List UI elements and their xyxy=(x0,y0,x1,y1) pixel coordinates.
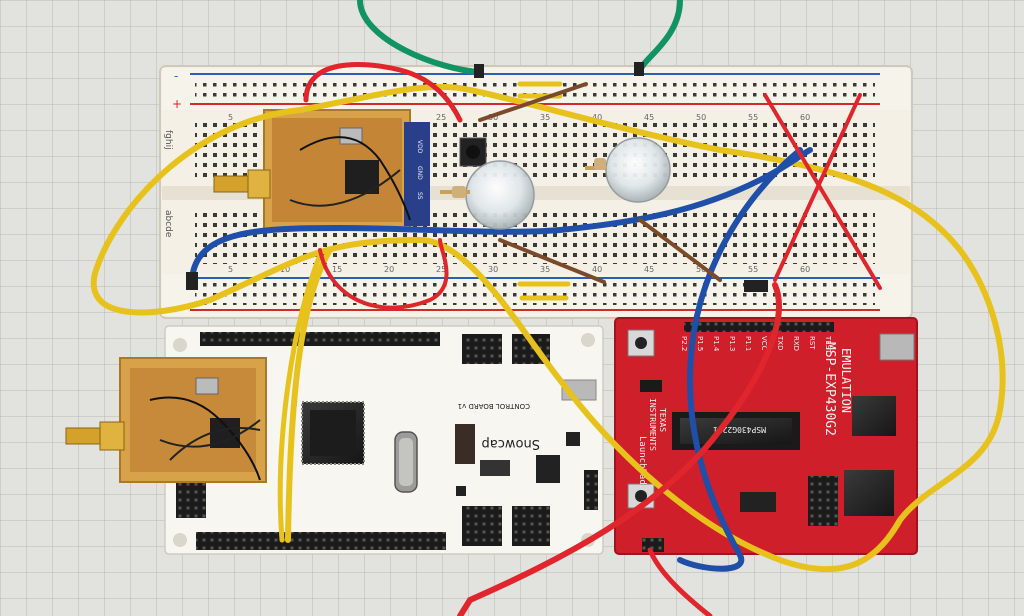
column-number-top: 55 xyxy=(748,113,758,122)
bottom-header-strip xyxy=(196,532,446,550)
column-number-top: 60 xyxy=(800,113,810,122)
row-letters-top: fghij xyxy=(163,130,173,150)
launchpad-pin-label: P1.5 xyxy=(696,336,704,351)
column-number-bottom: 40 xyxy=(592,265,602,274)
ti-maker-line2: INSTRUMENTS xyxy=(648,398,657,451)
red-wire-bottom xyxy=(457,282,782,616)
launchpad-product: LaunchPad xyxy=(637,436,647,485)
led-left xyxy=(440,160,535,230)
led-right xyxy=(585,137,671,203)
launchpad-pin-label: P1.4 xyxy=(712,336,720,352)
brown-wire-3 xyxy=(638,218,722,282)
column-number-bottom: 35 xyxy=(540,265,550,274)
column-number-top: 50 xyxy=(696,113,706,122)
rf-pin-label: GND xyxy=(416,166,423,180)
launchpad-emulation: EMULATION xyxy=(839,348,853,413)
red-wire-top xyxy=(303,61,463,123)
red-wire-cross-2 xyxy=(773,93,862,282)
launchpad-pin-label: P2.2 xyxy=(680,336,688,351)
rail-minus-label: - xyxy=(174,69,178,83)
yellow-wire-down-2 xyxy=(277,252,323,543)
rail-plus-label: + xyxy=(172,97,182,111)
launchpad-pin-label: TEST xyxy=(824,335,832,354)
wires xyxy=(90,0,1006,616)
ti-maker-line1: TEXAS xyxy=(658,408,667,432)
red-wire-cross-1 xyxy=(763,93,882,290)
usb-connector xyxy=(879,333,915,361)
yellow-wire-down xyxy=(285,247,333,543)
launchpad-pin-label: RST xyxy=(808,336,816,350)
chip-label: MSP430G2231 xyxy=(713,425,766,434)
column-number-bottom: 10 xyxy=(280,265,290,274)
push-button xyxy=(459,137,487,167)
launchpad-pin-label: VCC xyxy=(760,336,768,351)
column-number-top: 45 xyxy=(644,113,654,122)
column-number-bottom: 55 xyxy=(748,265,758,274)
launchpad-pin-label: TXD xyxy=(776,335,784,350)
top-header-strip xyxy=(200,332,440,346)
launchpad-pin-label: P1.3 xyxy=(728,336,736,351)
launchpad-pin-label: RXD xyxy=(792,336,800,351)
column-number-bottom: 15 xyxy=(332,265,342,274)
emulation-chip xyxy=(852,396,896,436)
column-number-bottom: 25 xyxy=(436,265,446,274)
rf-module-upper: VDD GND SS xyxy=(213,109,430,231)
column-number-bottom: 50 xyxy=(696,265,706,274)
control-board-label: CONTROL BOARD v1 xyxy=(458,402,530,410)
column-number-bottom: 30 xyxy=(488,265,498,274)
column-number-top: 25 xyxy=(436,113,446,122)
row-letters-bottom: abcde xyxy=(163,210,173,238)
green-wire-left xyxy=(357,0,483,75)
column-number-bottom: 60 xyxy=(800,265,810,274)
yellow-wire-loop xyxy=(90,83,1006,573)
rf-pin-labels: VDD GND SS xyxy=(416,140,423,200)
brown-wire-1 xyxy=(478,82,588,122)
column-number-top: 40 xyxy=(592,113,602,122)
column-number-bottom: 5 xyxy=(228,265,233,274)
control-board-brand: Snowcap xyxy=(482,436,540,451)
column-number-top: 35 xyxy=(540,113,550,122)
column-number-top: 5 xyxy=(228,113,233,122)
red-wire-launchpad xyxy=(647,547,713,616)
column-number-bottom: 20 xyxy=(384,265,394,274)
blue-wire-right xyxy=(677,147,803,572)
blue-wire-left xyxy=(189,147,813,283)
launchpad-pin-label: P1.1 xyxy=(744,336,752,351)
column-number-bottom: 45 xyxy=(644,265,654,274)
rf-pin-label: VDD xyxy=(416,140,423,154)
control-board: CONTROL BOARD v1 Snowcap xyxy=(164,325,604,555)
rf-pin-label: SS xyxy=(416,192,423,200)
launchpad-top-header xyxy=(684,322,834,332)
launchpad-model: MSP-EXP430G2 xyxy=(822,342,837,436)
brown-wire-2 xyxy=(498,238,606,284)
rf-module-lower xyxy=(65,357,267,483)
red-wire-arc xyxy=(318,238,449,310)
launchpad-pin-labels: P2.2 P1.5 P1.4 P1.3 P1.1 VCC TXD RXD RST TEST xyxy=(680,335,832,354)
